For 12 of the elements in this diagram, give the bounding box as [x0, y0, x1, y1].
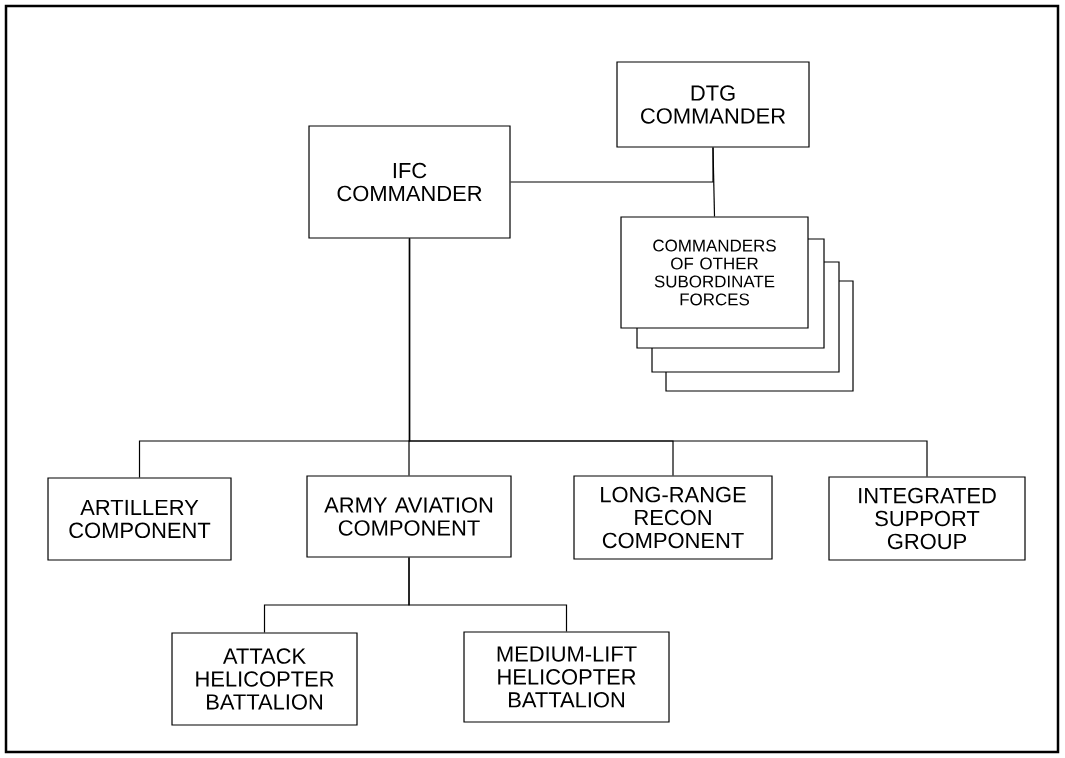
- org-box: ARTILLERY COMPONENT: [47, 477, 232, 561]
- org-box: ARMY AVIATION COMPONENT: [306, 475, 512, 558]
- org-box: COMMANDERS OF OTHER SUBORDINATE FORCES: [620, 216, 809, 329]
- connector-line: [408, 238, 928, 477]
- org-box: MEDIUM-LIFT HELICOPTER BATTALION: [463, 631, 670, 723]
- org-box: IFC COMMANDER: [308, 125, 511, 239]
- org-box: DTG COMMANDER: [616, 61, 810, 148]
- connector-line: [408, 557, 568, 632]
- org-box: INTEGRATED SUPPORT GROUP: [828, 476, 1026, 561]
- org-box: LONG-RANGE RECON COMPONENT: [573, 475, 773, 560]
- org-box: ATTACK HELICOPTER BATTALION: [171, 632, 358, 726]
- connector-line: [712, 147, 716, 217]
